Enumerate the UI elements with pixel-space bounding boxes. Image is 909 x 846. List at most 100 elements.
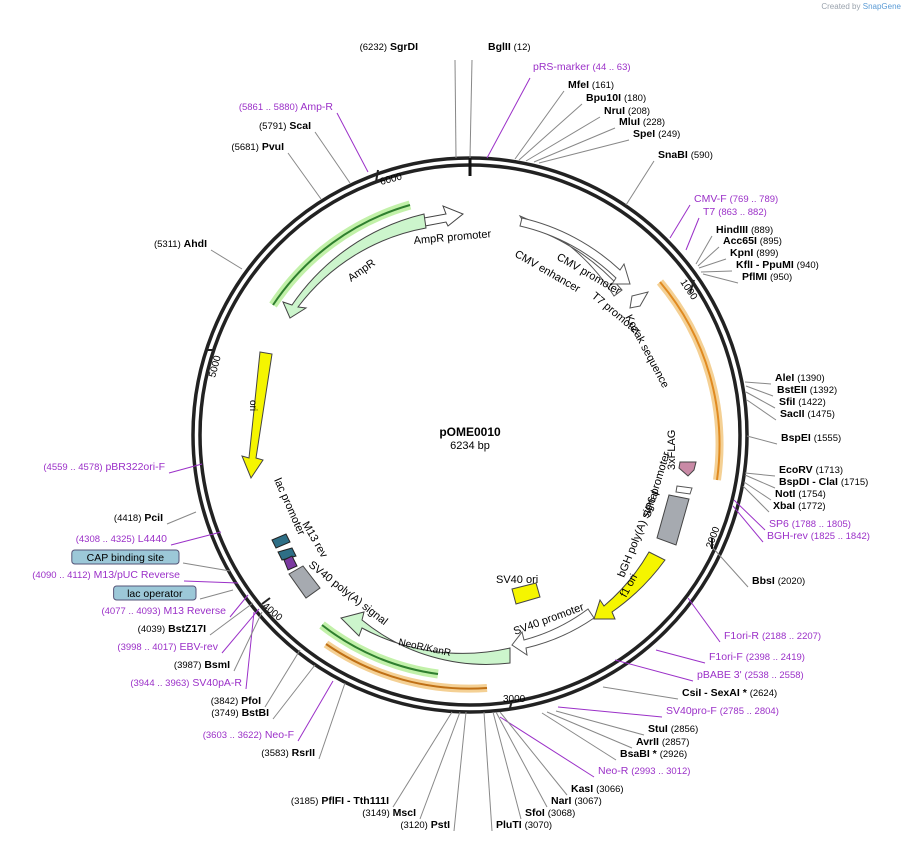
leader-line — [166, 511, 197, 525]
leader-line — [525, 116, 601, 162]
site-position: (3070) — [525, 820, 552, 831]
enzyme-label: (3185) PflFI - Tth111I — [291, 795, 389, 807]
site-position: (940) — [797, 260, 819, 271]
site-position: (3066) — [596, 784, 623, 795]
site-name: BstZ17I — [168, 623, 206, 635]
site-name: AhdI — [184, 238, 207, 250]
enzyme-label: PflMI (950) — [742, 271, 792, 283]
enzyme-label: XbaI (1772) — [773, 500, 826, 512]
site-name: SV40pro-F — [666, 705, 717, 717]
site-position: (5311) — [154, 239, 181, 250]
primer-label: pBABE 3' (2538 .. 2558) — [697, 669, 804, 681]
site-name: SpeI — [633, 128, 655, 140]
credit-brand: SnapGene — [862, 2, 901, 11]
enzyme-label: (3149) MscI — [362, 807, 416, 819]
leader-line — [697, 246, 720, 267]
primer-label: (5861 .. 5880) Amp-R — [239, 101, 334, 113]
leader-line — [700, 270, 733, 273]
leader-line — [318, 682, 346, 760]
primer-label: (4090 .. 4112) M13/pUC Reverse — [32, 569, 180, 581]
site-name: NotI — [775, 488, 795, 500]
site-position: (3749) — [211, 708, 238, 719]
site-name: BspDI - ClaI — [779, 476, 838, 488]
enzyme-label: KasI (3066) — [571, 783, 624, 795]
enzyme-label: Bpu10I (180) — [586, 92, 646, 104]
feature-box-label: lac operator — [127, 588, 183, 600]
site-name: SfoI — [525, 807, 545, 819]
credit-created-by: Created by — [821, 2, 861, 11]
site-name: StuI — [648, 723, 668, 735]
site-name: T7 — [703, 206, 715, 218]
leader-line — [744, 381, 772, 385]
leader-line — [199, 589, 234, 600]
leader-line — [698, 258, 727, 269]
feature-lac-promoter — [283, 555, 298, 571]
leader-line — [392, 711, 453, 808]
site-position: (895) — [760, 236, 782, 247]
leader-line — [702, 273, 739, 284]
leader-line — [183, 580, 239, 584]
leader-line — [541, 712, 617, 761]
leader-line — [221, 608, 260, 654]
feature-box-label: CAP binding site — [87, 552, 165, 564]
leader-line — [687, 597, 721, 643]
site-name: Neo-R — [598, 765, 629, 777]
site-position: (44 .. 63) — [593, 62, 631, 73]
site-name: BspEI — [781, 432, 811, 444]
primer-label: F1ori-R (2188 .. 2207) — [724, 630, 821, 642]
site-name: XbaI — [773, 500, 795, 512]
enzyme-label: (3583) RsrII — [261, 747, 315, 759]
site-position: (1825 .. 1842) — [811, 531, 870, 542]
feature-label-ampr: AmpR — [346, 257, 378, 284]
site-position: (3120) — [400, 820, 427, 831]
leader-line — [546, 711, 633, 749]
site-position: (4418) — [114, 513, 141, 524]
enzyme-label: (4039) BstZ17I — [138, 623, 206, 635]
enzyme-label: HindIII (889) — [716, 224, 773, 236]
enzyme-label: (5311) AhdI — [154, 238, 207, 250]
enzyme-label: (6232) SgrDI — [360, 41, 418, 53]
enzyme-label: NruI (208) — [604, 105, 650, 117]
site-name: MscI — [393, 807, 416, 819]
feature-label-lac-promoter: lac promoter — [271, 476, 307, 537]
site-position: (5681) — [231, 142, 258, 153]
enzyme-label: (3120) PstI — [400, 819, 450, 831]
leader-line — [744, 474, 776, 489]
feature-3xflag — [678, 461, 697, 477]
site-position: (1713) — [816, 465, 843, 476]
leader-line — [655, 649, 706, 664]
leader-line — [314, 131, 351, 184]
site-position: (4308 .. 4325) — [76, 534, 135, 545]
site-name: PvuI — [262, 141, 284, 153]
site-position: (950) — [770, 272, 792, 283]
leader-line — [732, 505, 764, 543]
primer-label: CMV-F (769 .. 789) — [694, 193, 778, 205]
leader-line — [495, 711, 548, 808]
leader-line — [233, 611, 263, 672]
site-position: (4559 .. 4578) — [43, 462, 102, 473]
site-position: (12) — [514, 42, 531, 53]
site-position: (3987) — [174, 660, 201, 671]
site-position: (3998 .. 4017) — [117, 642, 176, 653]
enzyme-label: Acc65I (895) — [723, 235, 782, 247]
site-name: PflFI - Tth111I — [321, 795, 389, 807]
leader-line — [168, 463, 203, 474]
enzyme-label: (5681) PvuI — [231, 141, 284, 153]
site-position: (769 .. 789) — [730, 194, 779, 205]
feature-label-neor: NeoR/KanR — [397, 637, 451, 659]
site-position: (3842) — [211, 696, 238, 707]
leader-line — [602, 686, 679, 700]
enzyme-label: BglII (12) — [488, 41, 531, 53]
enzyme-label: SfiI (1422) — [779, 396, 826, 408]
leader-line — [514, 90, 565, 160]
site-name: BsmI — [204, 659, 230, 671]
feature-label-3xflag: 3xFLAG — [666, 430, 678, 470]
leader-line — [744, 472, 776, 477]
leader-line — [453, 711, 467, 832]
leader-line — [229, 594, 249, 618]
primer-label: T7 (863 .. 882) — [703, 206, 767, 218]
site-name: PfoI — [241, 695, 261, 707]
site-position: (3068) — [548, 808, 575, 819]
enzyme-label: PluTI (3070) — [496, 819, 552, 831]
enzyme-label: BsaBI * (2926) — [620, 748, 687, 760]
